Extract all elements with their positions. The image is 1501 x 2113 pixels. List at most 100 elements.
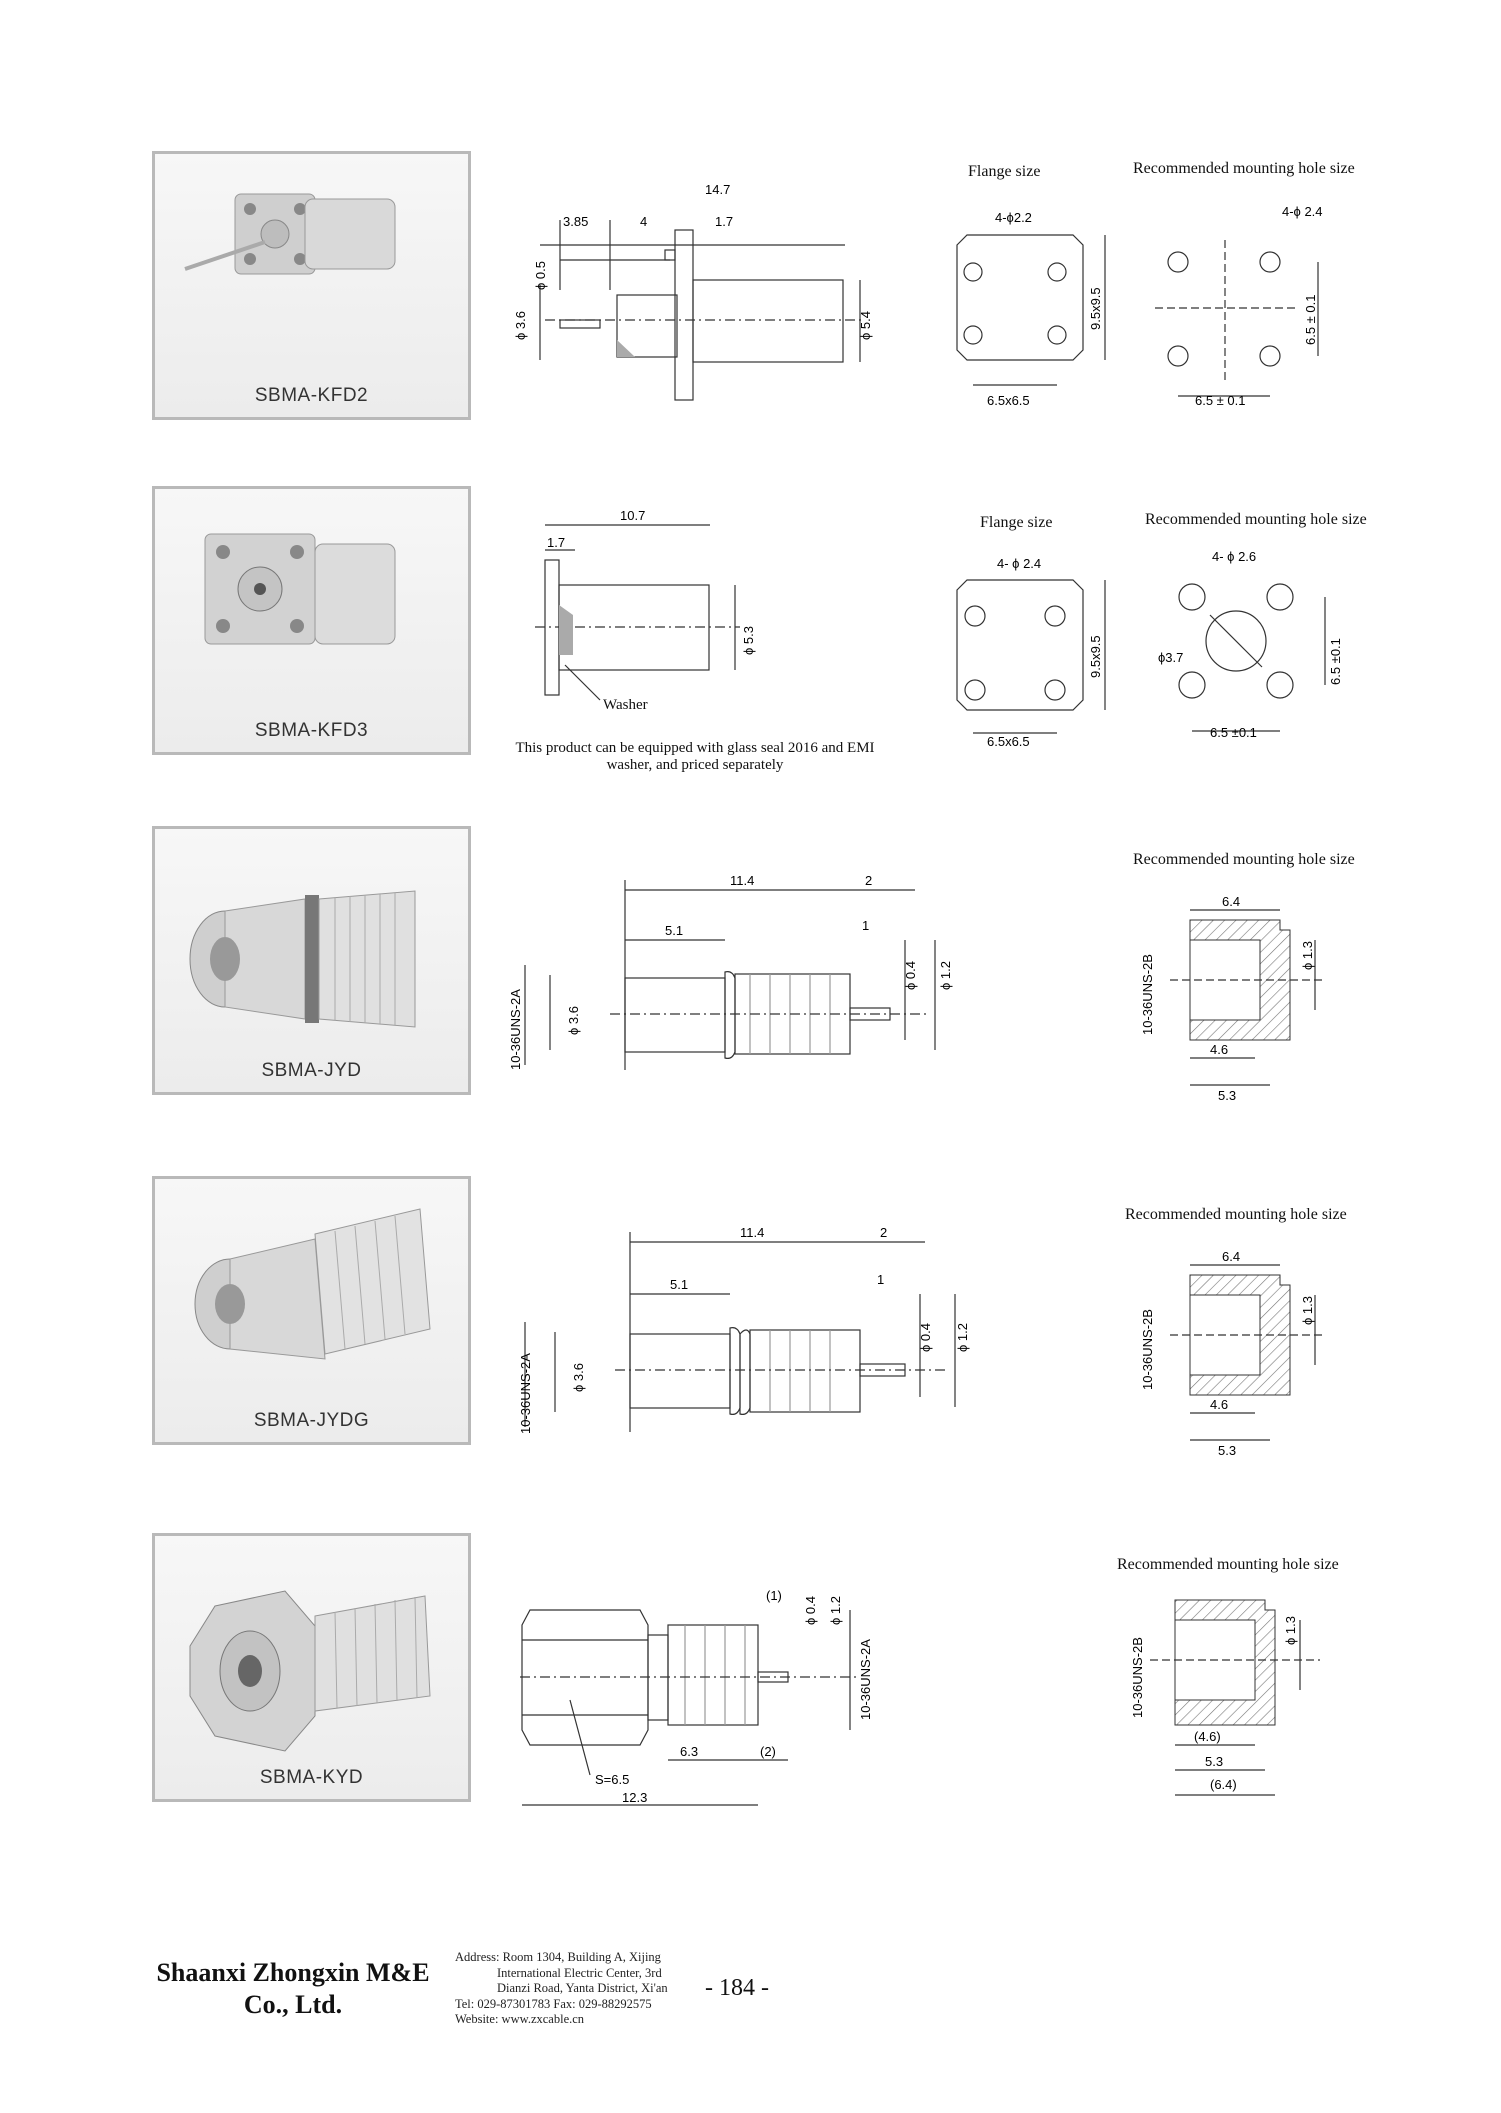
dim-b: (2) (760, 1744, 776, 1759)
dim-tip: 2 (865, 873, 872, 888)
dim-pin: ϕ 0.4 (918, 1323, 933, 1352)
flange-label: Flange size (980, 514, 1053, 531)
mount-side: 6.5 ± 0.1 (1303, 294, 1318, 345)
mount-top: 6.4 (1222, 894, 1240, 909)
dim-pin: ϕ 0.4 (803, 1596, 818, 1625)
company-address: Address: Room 1304, Building A, Xijing I… (455, 1950, 695, 2028)
dim-thread: 10-36UNS-2A (518, 1353, 533, 1434)
mount-in: (4.6) (1194, 1729, 1221, 1744)
dim-pin: ϕ 0.4 (903, 961, 918, 990)
product-photo: SBMA-KFD2 (152, 151, 471, 420)
mount-label: Recommended mounting hole size (1133, 160, 1355, 177)
mount-drawing: 10-36UNS-2B ϕ 1.3 (4.6) 5.3 (6.4) (1130, 1599, 1320, 1796)
flange-holes: 4- ϕ 2.4 (997, 556, 1041, 571)
website: Website: www.zxcable.cn (455, 2012, 585, 2026)
dimension-drawing: 11.4 2 5.1 1 ϕ 0.4 ϕ 1.2 ϕ 3.6 10-36UNS-… (510, 873, 953, 1070)
dimension-drawing: 10.7 1.7 ϕ 5.3 (535, 508, 756, 701)
model-name: SBMA-KFD3 (254, 720, 369, 741)
mount-pin: ϕ 1.3 (1300, 941, 1315, 970)
contact-phone: Tel: 029-87301783 Fax: 029-88292575 (455, 1996, 652, 2011)
model-name: SBMA-KFD2 (254, 385, 369, 406)
mount-drawing: 6.4 10-36UNS-2B ϕ 1.3 4.6 5.3 (1140, 894, 1325, 1103)
mount-in: 4.6 (1210, 1042, 1228, 1057)
dim-c: 1.7 (715, 214, 733, 229)
flange-side: 9.5x9.5 (1088, 635, 1103, 678)
dim-total: 10.7 (620, 508, 645, 523)
dim-tip: (1) (766, 1588, 782, 1603)
mount-thread: 10-36UNS-2B (1140, 1309, 1155, 1390)
product-photo: SBMA-JYDG (152, 1176, 471, 1445)
dim-total: 12.3 (622, 1790, 647, 1805)
page-number: - 184 - (705, 1975, 769, 2001)
flange-drawing: 4-ϕ2.2 9.5x9.5 6.5x6.5 (956, 210, 1106, 408)
mount-label: Recommended mounting hole size (1145, 511, 1367, 528)
product-photo: SBMA-JYD (152, 826, 471, 1095)
dim-pin: ϕ 0.5 (533, 261, 548, 290)
dim-body: ϕ 3.6 (566, 1006, 581, 1035)
model-name: SBMA-KYD (259, 1767, 364, 1788)
mount-drawing: 4- ϕ 2.6 ϕ3.7 6.5 ±0.1 6.5 ±0.1 (1158, 549, 1343, 740)
mount-label: Recommended mounting hole size (1133, 851, 1355, 868)
dim-a: 5.1 (670, 1277, 688, 1292)
flange-holes: 4-ϕ2.2 (995, 210, 1032, 225)
dim-pin2: ϕ 1.2 (828, 1596, 843, 1625)
dim-total: 11.4 (730, 873, 754, 888)
dim-outer: ϕ 5.4 (858, 311, 873, 340)
dim-a: 3.85 (563, 214, 588, 229)
dim-hex: S=6.5 (595, 1772, 629, 1787)
mount-top: 6.4 (1222, 1249, 1240, 1264)
mount-drawing: 4-ϕ 2.4 6.5 ± 0.1 6.5 ± 0.1 (1155, 204, 1323, 408)
mount-out: 5.3 (1218, 1443, 1236, 1458)
mount-out: 5.3 (1205, 1754, 1223, 1769)
dim-pin2: ϕ 1.2 (955, 1323, 970, 1352)
dim-a: 6.3 (680, 1744, 698, 1759)
company-name: Shaanxi Zhongxin M&E Co., Ltd. (156, 1958, 430, 2019)
dim-total: 11.4 (740, 1225, 764, 1240)
mount-in: 4.6 (1210, 1397, 1228, 1412)
mount-holes: 4- ϕ 2.6 (1212, 549, 1256, 564)
dimension-drawing: 14.7 3.85 4 1.7 ϕ 0.5 ϕ 3.6 ϕ 5.4 (515, 182, 873, 401)
dim-pin2: ϕ 1.2 (938, 961, 953, 990)
dim-thread: 10-36UNS-2A (510, 989, 523, 1070)
dim-body: ϕ 3.6 (515, 311, 528, 340)
mount-side: 6.5 ±0.1 (1328, 638, 1343, 685)
mount-label: Recommended mounting hole size (1125, 1206, 1347, 1223)
product-photo: SBMA-KFD3 (152, 486, 471, 755)
dim-a: 5.1 (665, 923, 683, 938)
washer-label: Washer (603, 697, 648, 713)
mount-out: 5.3 (1218, 1088, 1236, 1103)
flange-bottom: 6.5x6.5 (987, 734, 1030, 749)
product-note: This product can be equipped with glass … (515, 740, 875, 773)
dim-thread: 10-36UNS-2A (858, 1639, 873, 1720)
dim-b: 4 (640, 214, 647, 229)
dim-body: ϕ 3.6 (571, 1363, 586, 1392)
dim-tip: 2 (880, 1225, 887, 1240)
model-name: SBMA-JYDG (253, 1410, 370, 1431)
dim-outer: ϕ 5.3 (741, 626, 756, 655)
mount-bottom: 6.5 ± 0.1 (1195, 393, 1246, 408)
address-line-2: International Electric Center, 3rd (497, 1965, 662, 1980)
mount-drawing: 6.4 10-36UNS-2B ϕ 1.3 4.6 5.3 (1140, 1249, 1325, 1458)
mount-label: Recommended mounting hole size (1117, 1556, 1339, 1573)
address-line-3: Dianzi Road, Yanta District, Xi'an (497, 1981, 668, 1995)
flange-label: Flange size (968, 163, 1041, 180)
flange-drawing: 4- ϕ 2.4 9.5x9.5 6.5x6.5 (956, 556, 1106, 749)
model-name: SBMA-JYD (261, 1060, 362, 1081)
dim-total: 14.7 (705, 182, 730, 197)
mount-pin: ϕ 1.3 (1283, 1616, 1298, 1645)
dim-b: 1 (862, 918, 869, 933)
mount-holes: 4-ϕ 2.4 (1282, 204, 1323, 219)
dim-b: 1 (877, 1272, 884, 1287)
dimension-drawing: 11.4 2 5.1 1 ϕ 0.4 ϕ 1.2 ϕ 3.6 10-36UNS-… (518, 1225, 970, 1434)
dim-c: 1.7 (547, 535, 565, 550)
product-photo: SBMA-KYD (152, 1533, 471, 1802)
flange-side: 9.5x9.5 (1088, 287, 1103, 330)
mount-center: ϕ3.7 (1158, 650, 1183, 665)
flange-bottom: 6.5x6.5 (987, 393, 1030, 408)
mount-pin: ϕ 1.3 (1300, 1296, 1315, 1325)
address-line-1: Address: Room 1304, Building A, Xijing (455, 1950, 661, 1964)
dimension-drawing: (1) ϕ 0.4 ϕ 1.2 10-36UNS-2A 6.3 (2) S=6.… (520, 1588, 873, 1806)
mount-out2: (6.4) (1210, 1777, 1237, 1792)
mount-thread: 10-36UNS-2B (1140, 954, 1155, 1035)
mount-thread: 10-36UNS-2B (1130, 1637, 1145, 1718)
